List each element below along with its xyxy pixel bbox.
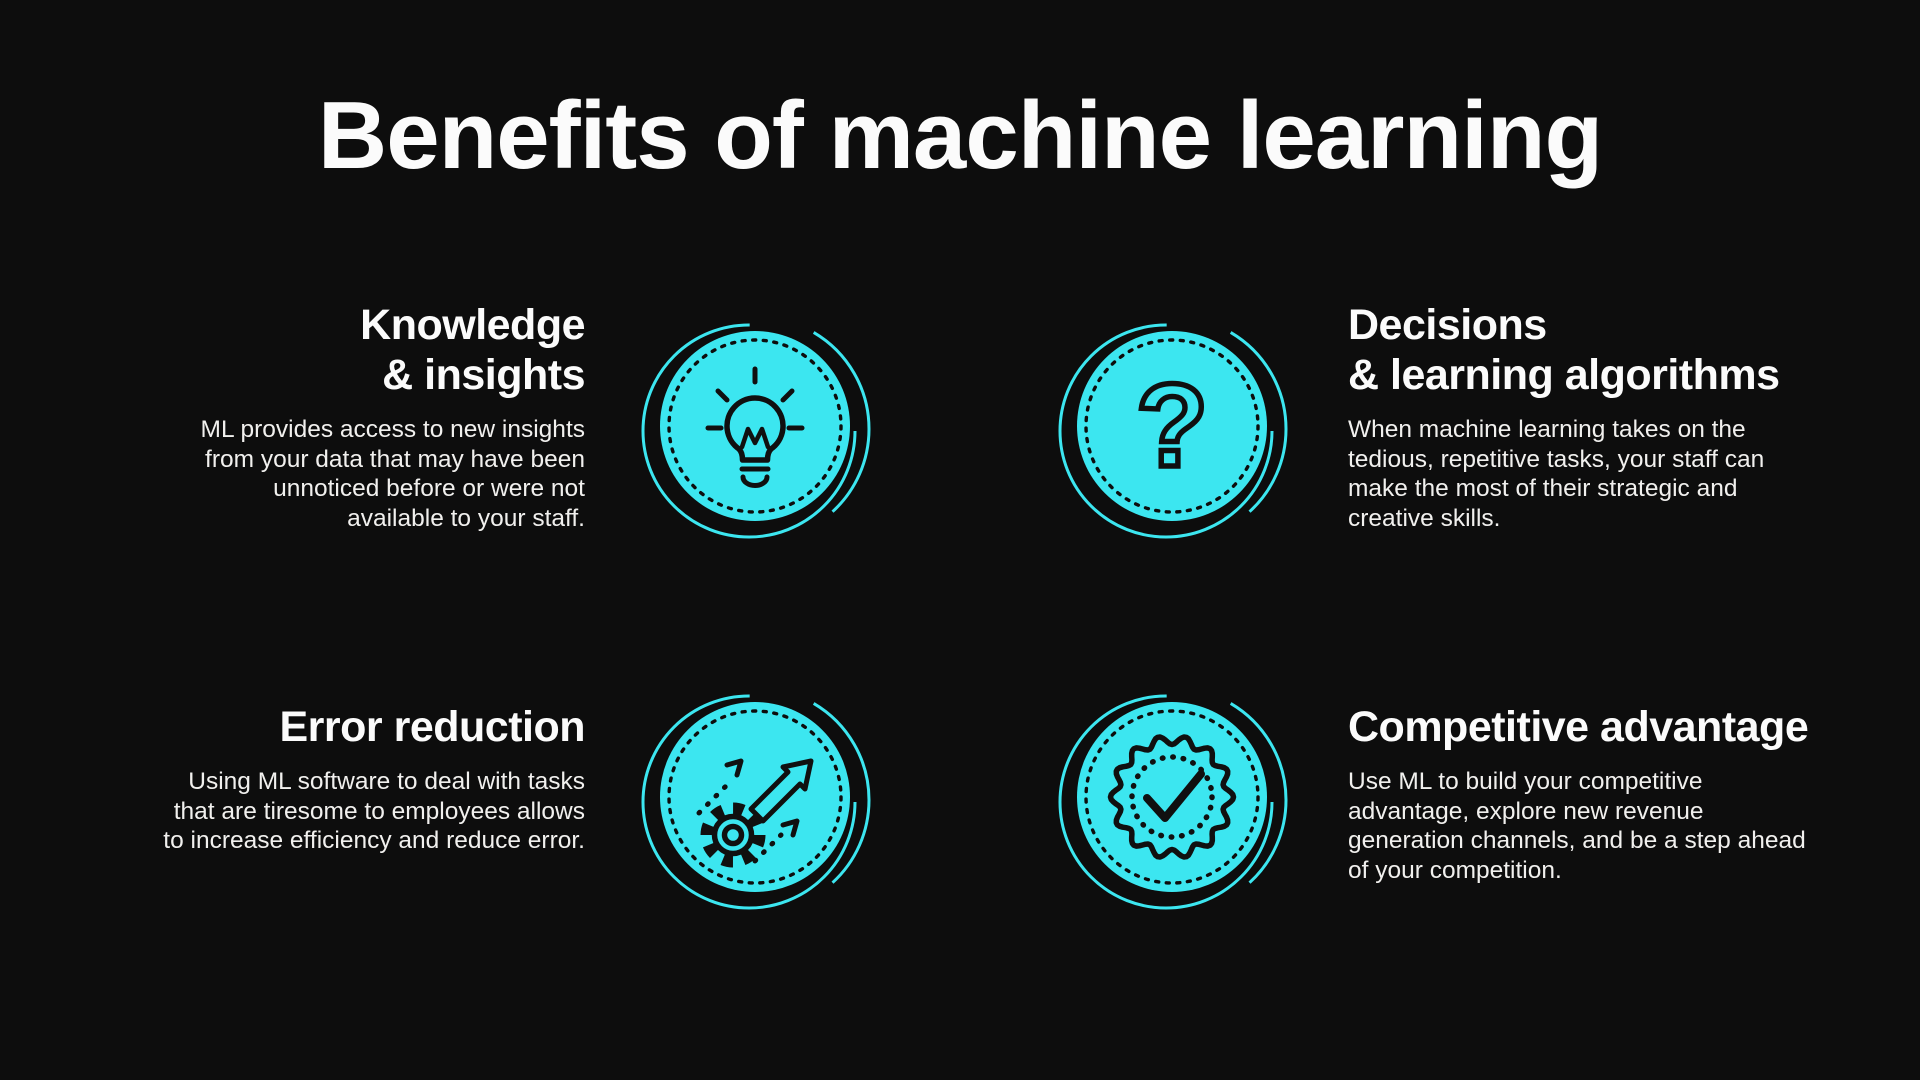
question-mark-icon: ? xyxy=(1052,312,1292,552)
section-knowledge-insights: Knowledge & insights ML provides access … xyxy=(100,300,586,533)
knowledge-insights-heading: Knowledge & insights xyxy=(360,301,585,399)
section-error-reduction: Error reduction Using ML software to dea… xyxy=(100,702,585,856)
error-reduction-body: Using ML software to deal with tasks tha… xyxy=(163,768,585,854)
page-title: Benefits of machine learning xyxy=(317,82,1603,189)
section-decisions-algorithms: Decisions & learning algorithms When mac… xyxy=(1348,300,1888,533)
knowledge-insights-body: ML provides access to new insights from … xyxy=(200,416,585,532)
section-competitive-advantage: Competitive advantage Use ML to build yo… xyxy=(1348,702,1888,885)
svg-text:?: ? xyxy=(1136,360,1208,492)
competitive-advantage-body: Use ML to build your competitive advanta… xyxy=(1348,768,1806,884)
competitive-advantage-heading: Competitive advantage xyxy=(1348,703,1809,751)
decisions-algorithms-heading: Decisions & learning algorithms xyxy=(1348,301,1780,399)
decisions-algorithms-body: When machine learning takes on the tedio… xyxy=(1348,416,1765,532)
gear-growth-arrows-icon xyxy=(635,683,875,923)
error-reduction-heading: Error reduction xyxy=(279,703,586,751)
badge-check-icon xyxy=(1052,683,1292,923)
lightbulb-icon xyxy=(635,312,875,552)
